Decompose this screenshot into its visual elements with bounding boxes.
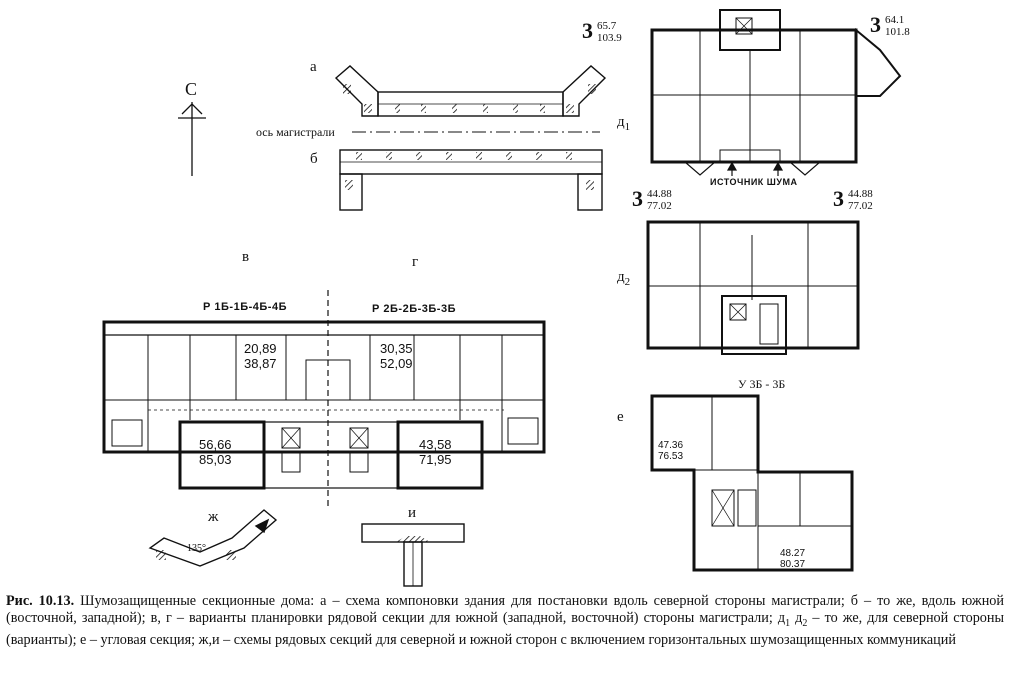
caption-mid: д <box>790 610 803 626</box>
label-g: г <box>412 254 419 270</box>
caption-text: Шумозащищенные секционные дома: а – схем… <box>6 593 1004 626</box>
caption-sub-1: 1 <box>785 617 791 629</box>
caption-figure-number: Рис. 10.13. <box>6 593 75 609</box>
scheme-i <box>361 523 465 587</box>
scheme-zh <box>148 509 278 567</box>
floor-plans-drawing <box>102 9 902 587</box>
label-b: б <box>310 151 318 167</box>
plan-code-right: Р 2Б-2Б-3Б-3Б <box>372 303 456 315</box>
plan-e <box>650 394 854 572</box>
north-label: С <box>185 79 198 99</box>
axis-label: ось магистрали <box>256 125 335 139</box>
scheme-b-building <box>339 149 603 211</box>
label-v: в <box>242 249 250 265</box>
label-d1: д1 <box>617 114 631 133</box>
scheme-a-building <box>334 65 607 117</box>
noise-arrows <box>726 161 784 176</box>
label-zh: ж <box>208 509 219 525</box>
uzb-label: У 3Б - 3Б <box>738 377 786 391</box>
north-arrow <box>178 102 206 176</box>
label-d2: д2 <box>617 269 631 288</box>
caption-tail: – то же, для северной стороны (варианты)… <box>6 610 1005 648</box>
figure-caption: Рис. 10.13. Шумозащищенные секционные до… <box>6 593 1004 649</box>
plan-d1 <box>650 9 902 176</box>
plan-v-g <box>102 290 546 510</box>
noise-source-label: ИСТОЧНИК ШУМА <box>710 177 798 187</box>
angle-label: 135° <box>187 543 206 554</box>
plan-d2 <box>646 220 860 355</box>
caption-sub-2: 2 <box>802 617 808 629</box>
plan-code-left: Р 1Б-1Б-4Б-4Б <box>203 301 287 313</box>
label-a: а <box>310 59 317 75</box>
label-e: е <box>617 409 624 425</box>
label-i: и <box>408 505 417 521</box>
